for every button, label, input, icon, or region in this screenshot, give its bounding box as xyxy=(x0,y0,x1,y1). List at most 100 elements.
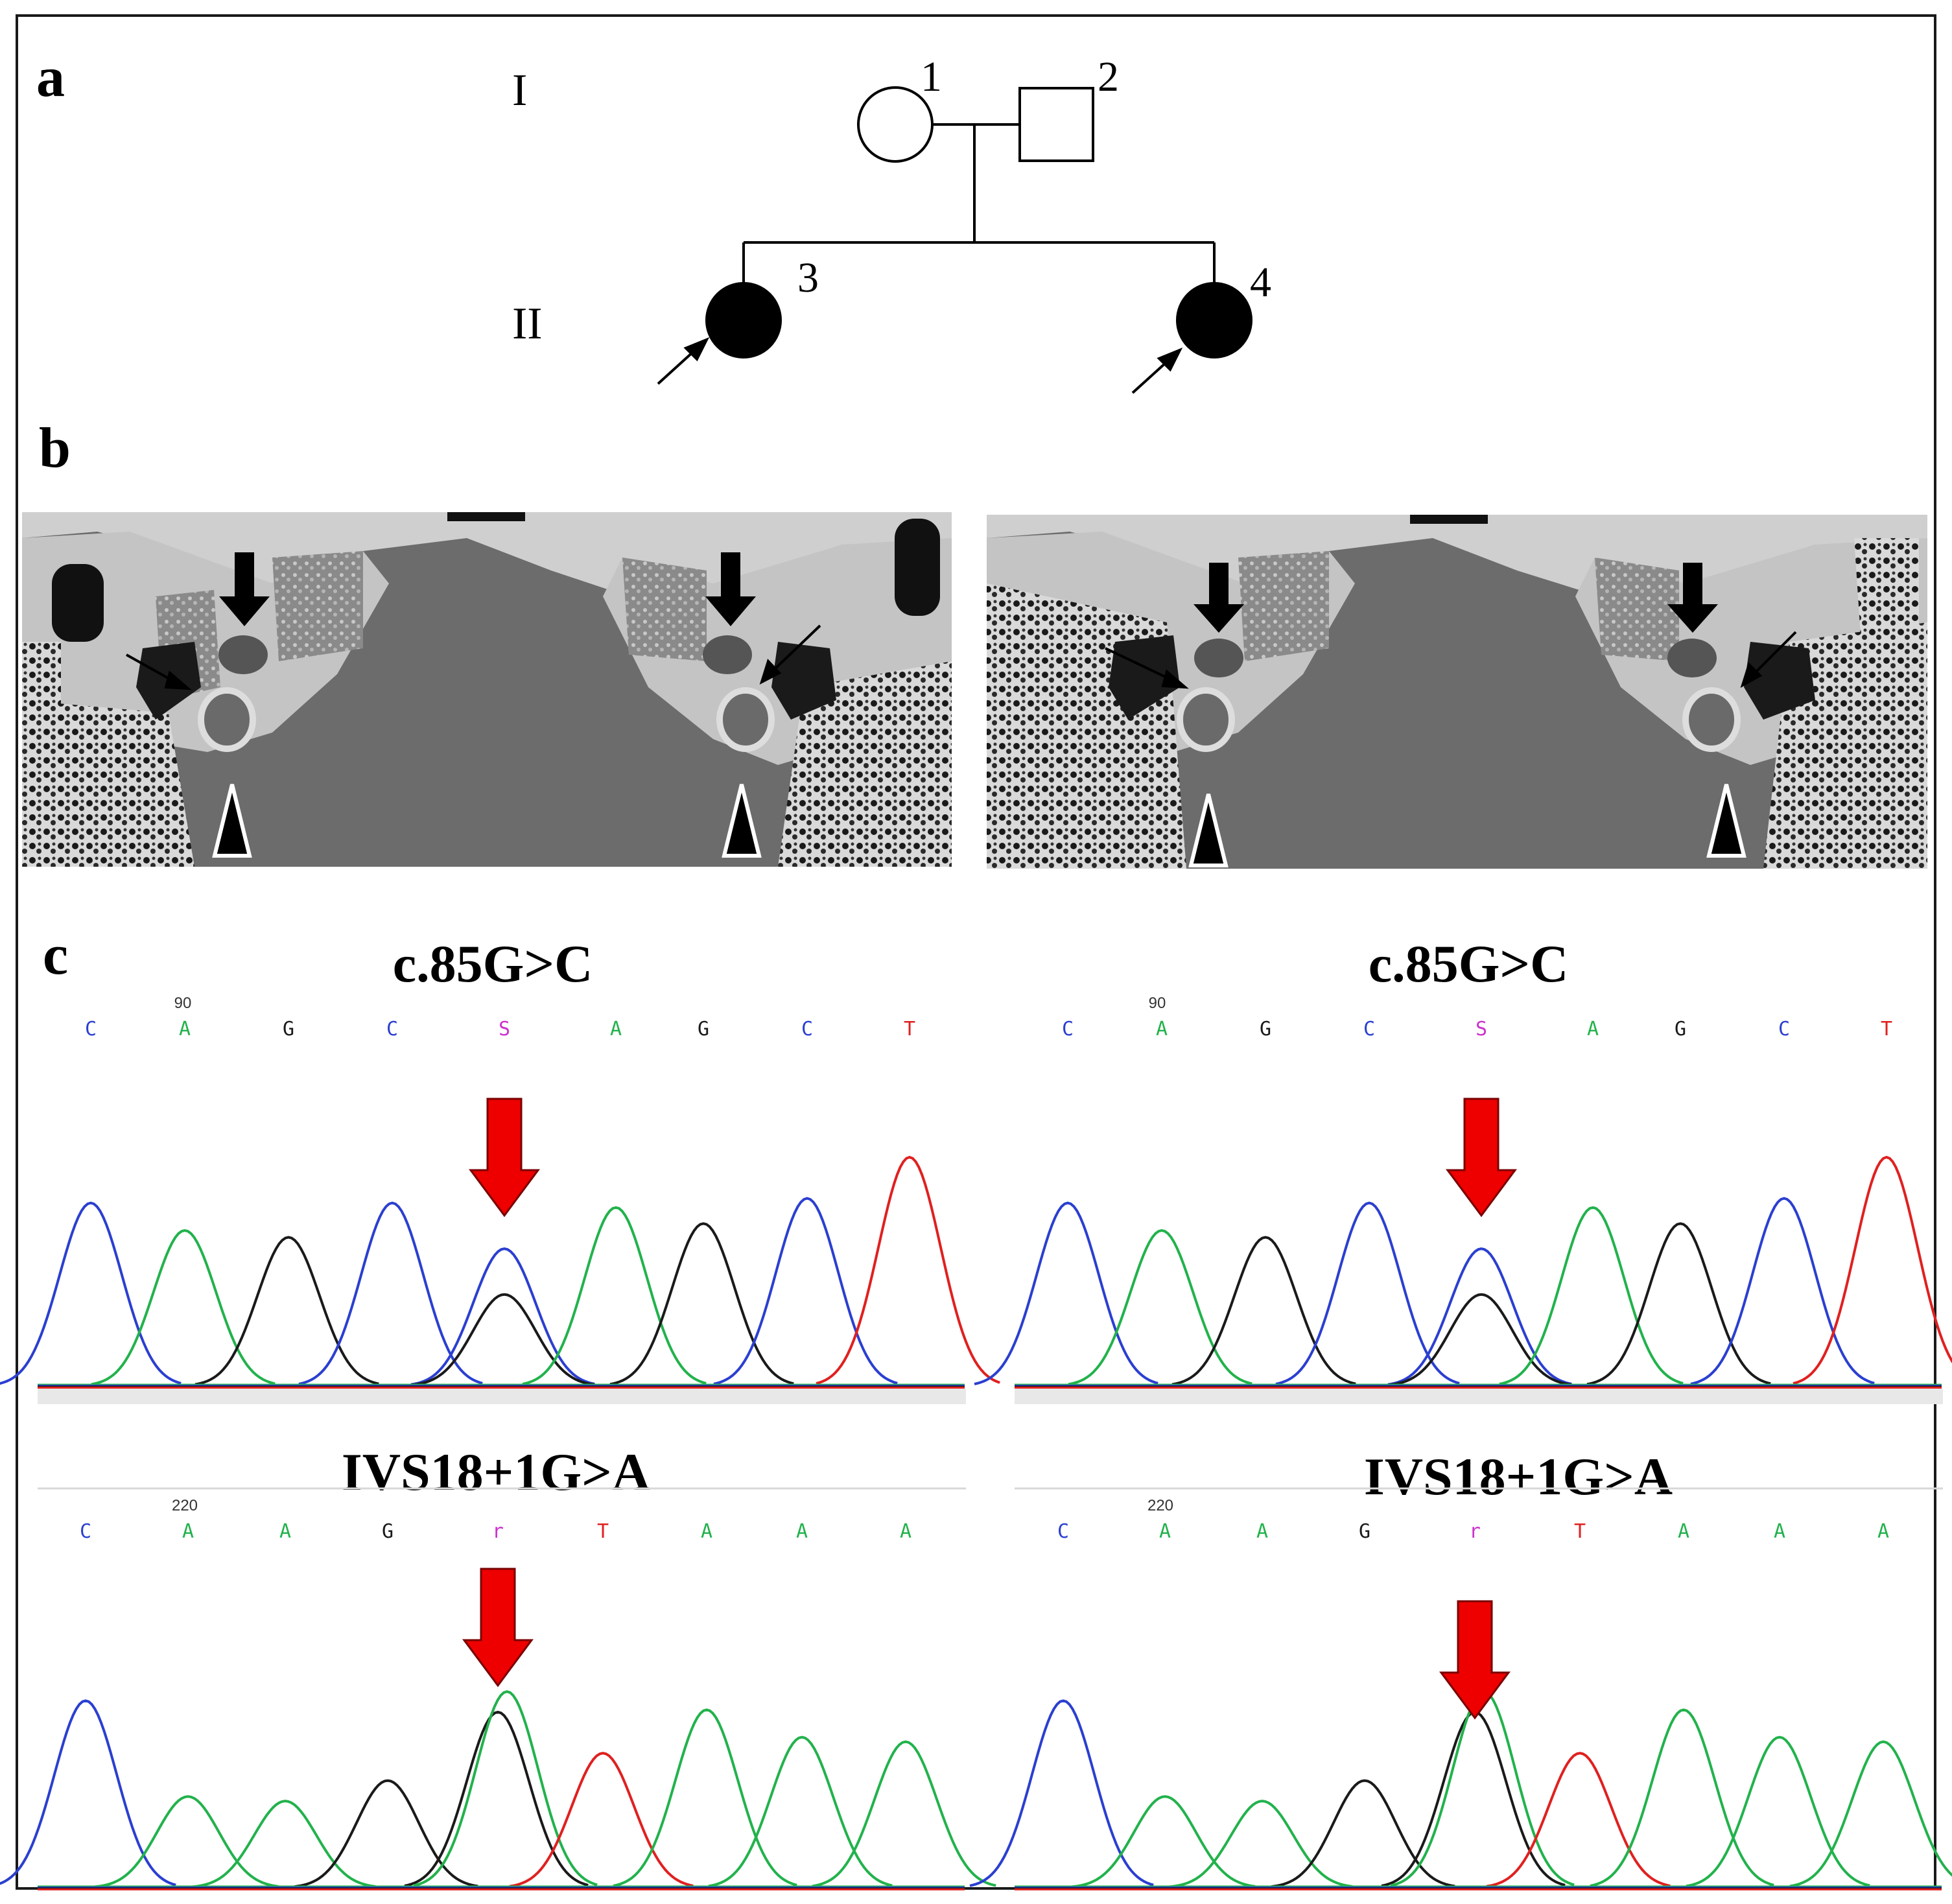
base-call-bottom-left-8: A xyxy=(900,1520,911,1543)
trace-peak-bottom-left-3-0 xyxy=(294,1779,478,1888)
panel-label-c: c xyxy=(43,924,68,987)
ct-scan-right xyxy=(987,515,1927,869)
mutation-arrow-bottom-left xyxy=(462,1568,534,1687)
trace-peak-bottom-right-5-0 xyxy=(1486,1752,1671,1888)
mutation-label-top-right: c.85G>C xyxy=(1369,934,1569,993)
trace-peak-top-left-5-0 xyxy=(522,1206,707,1385)
trace-peak-top-left-7-0 xyxy=(713,1197,898,1385)
base-call-top-left-1: A xyxy=(179,1018,191,1040)
base-call-bottom-left-7: A xyxy=(796,1520,808,1543)
position-label-top-right: 90 xyxy=(1149,994,1166,1012)
base-call-top-right-7: C xyxy=(1778,1018,1790,1040)
mutation-label-bottom-right: IVS18+1G>A xyxy=(1364,1447,1673,1506)
base-call-bottom-left-1: A xyxy=(182,1520,194,1543)
mutation-arrows xyxy=(462,1098,1517,1720)
trace-peak-top-left-3-0 xyxy=(298,1201,483,1385)
base-call-bottom-left-4: r xyxy=(492,1520,504,1543)
base-call-bottom-right-0: C xyxy=(1057,1520,1069,1543)
base-call-top-right-2: G xyxy=(1260,1018,1271,1040)
trace-peak-top-left-2-0 xyxy=(194,1236,379,1386)
base-call-bottom-right-4: r xyxy=(1469,1520,1481,1543)
chromatogram-traces xyxy=(0,1155,1952,1890)
base-call-bottom-left-3: G xyxy=(382,1520,394,1543)
mutation-arrow-top-left xyxy=(469,1098,540,1217)
trace-peak-top-right-0-0 xyxy=(974,1201,1158,1385)
trace-peak-bottom-right-1-0 xyxy=(1071,1795,1256,1888)
trace-peak-bottom-right-0-0 xyxy=(969,1699,1154,1887)
figure-frame xyxy=(16,14,1936,1890)
pedigree-number-2: 2 xyxy=(1098,53,1119,100)
pedigree-male-2 xyxy=(1018,87,1094,162)
trace-peak-bottom-left-6-0 xyxy=(613,1708,797,1887)
base-call-top-left-0: C xyxy=(85,1018,97,1040)
trace-peak-bottom-left-8-0 xyxy=(812,1740,996,1888)
trace-peak-top-right-5-0 xyxy=(1499,1206,1684,1385)
base-call-bottom-right-2: A xyxy=(1256,1520,1268,1543)
trace-peak-bottom-right-4-0 xyxy=(1381,1710,1566,1887)
proband-arrow-3 xyxy=(657,337,710,385)
pedigree-affected-female-4 xyxy=(1176,282,1252,358)
mutation-arrow-bottom-right xyxy=(1439,1600,1511,1720)
trace-peak-top-right-8-0 xyxy=(1793,1155,1952,1385)
base-call-bottom-left-2: A xyxy=(279,1520,291,1543)
trace-peak-bottom-left-4-1 xyxy=(413,1690,598,1887)
trace-peak-bottom-left-2-0 xyxy=(191,1800,376,1888)
trace-peak-top-left-6-0 xyxy=(609,1222,794,1386)
base-call-bottom-left-0: C xyxy=(80,1520,91,1543)
base-call-top-left-3: C xyxy=(386,1018,398,1040)
panel-label-a: a xyxy=(36,46,65,109)
position-label-bottom-right: 220 xyxy=(1147,1497,1173,1514)
base-call-top-right-3: C xyxy=(1363,1018,1375,1040)
trace-peak-top-right-2-0 xyxy=(1171,1236,1356,1386)
base-call-bottom-right-6: A xyxy=(1678,1520,1689,1543)
base-call-top-right-0: C xyxy=(1062,1018,1074,1040)
base-call-bottom-right-7: A xyxy=(1774,1520,1785,1543)
pedigree-number-3: 3 xyxy=(797,254,819,301)
base-call-bottom-right-8: A xyxy=(1877,1520,1889,1543)
generation-label-2: II xyxy=(512,299,543,349)
trace-peak-bottom-left-5-0 xyxy=(509,1752,694,1888)
position-label-bottom-left: 220 xyxy=(172,1497,198,1514)
base-call-bottom-right-5: T xyxy=(1574,1520,1586,1543)
generation-label-1: I xyxy=(512,65,527,115)
base-call-top-right-5: A xyxy=(1587,1018,1599,1040)
trace-peak-bottom-right-7-0 xyxy=(1686,1735,1870,1888)
trace-peak-top-right-7-0 xyxy=(1690,1197,1875,1385)
trace-peak-bottom-right-2-0 xyxy=(1168,1800,1353,1888)
base-call-top-left-4: S xyxy=(499,1018,510,1040)
trace-peak-top-left-8-0 xyxy=(816,1155,1000,1385)
trace-peak-top-right-4-0 xyxy=(1387,1247,1572,1386)
base-call-bottom-left-5: T xyxy=(597,1520,609,1543)
panel-label-b: b xyxy=(39,417,71,480)
base-call-top-right-8: T xyxy=(1881,1018,1892,1040)
base-call-top-left-5: A xyxy=(610,1018,622,1040)
base-call-bottom-right-3: G xyxy=(1359,1520,1370,1543)
position-label-top-left: 90 xyxy=(174,994,192,1012)
base-call-top-left-6: G xyxy=(698,1018,709,1040)
proband-arrow-4 xyxy=(1131,347,1183,394)
trace-peak-bottom-left-0-0 xyxy=(0,1699,176,1886)
trace-peak-top-right-6-0 xyxy=(1586,1222,1771,1386)
base-call-top-right-6: G xyxy=(1675,1018,1686,1040)
pedigree-number-1: 1 xyxy=(921,53,942,100)
trace-peak-top-right-3-0 xyxy=(1275,1201,1460,1385)
trace-peak-bottom-right-8-0 xyxy=(1789,1740,1952,1888)
mutation-arrow-top-right xyxy=(1446,1098,1517,1217)
mutation-label-top-left: c.85G>C xyxy=(393,934,593,993)
base-call-top-left-7: C xyxy=(801,1018,813,1040)
mutation-label-bottom-left: IVS18+1G>A xyxy=(342,1442,650,1501)
trace-peak-bottom-left-7-0 xyxy=(708,1735,893,1888)
trace-peak-bottom-right-6-0 xyxy=(1590,1708,1774,1887)
base-call-top-left-8: T xyxy=(904,1018,915,1040)
base-call-top-right-4: S xyxy=(1476,1018,1487,1040)
base-call-top-left-2: G xyxy=(283,1018,294,1040)
trace-baseline-bar-left xyxy=(38,1389,966,1404)
pedigree-chart xyxy=(657,86,1252,394)
base-call-bottom-left-6: A xyxy=(701,1520,712,1543)
trace-peak-bottom-right-3-0 xyxy=(1271,1779,1455,1888)
base-call-top-right-1: A xyxy=(1156,1018,1168,1040)
trace-peak-top-right-4-1 xyxy=(1387,1293,1572,1387)
trace-peak-bottom-left-1-0 xyxy=(94,1795,279,1888)
